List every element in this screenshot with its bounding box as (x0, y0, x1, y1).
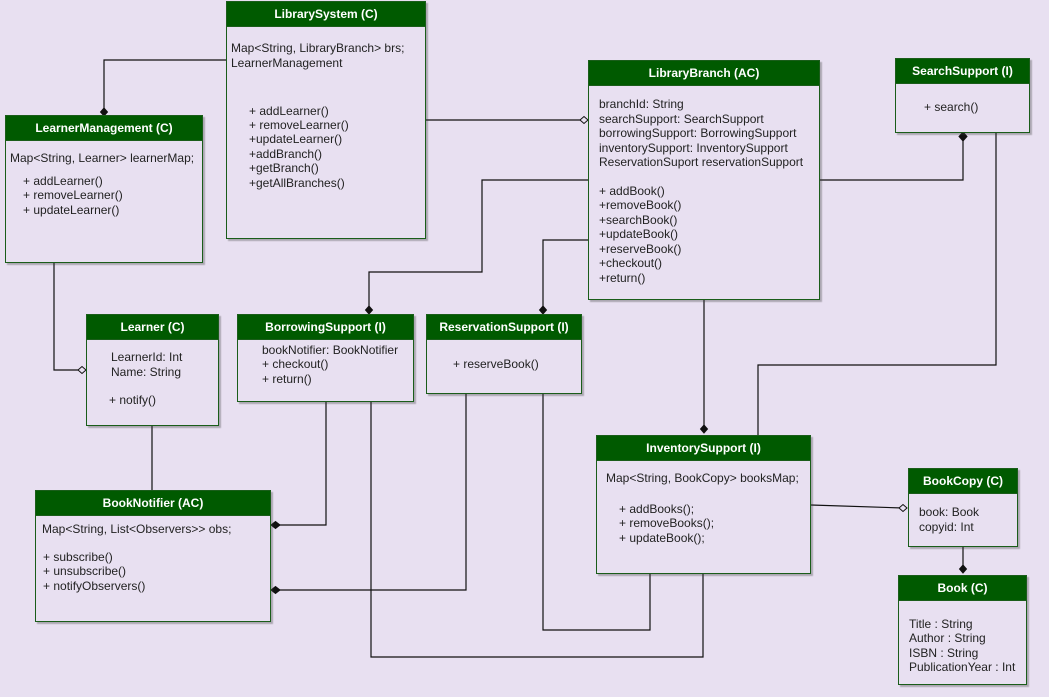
class-library-system[interactable]: LibrarySystem (C) Map<String, LibraryBra… (226, 1, 426, 239)
diamond-bookcopy-open (898, 503, 908, 513)
edge-librarybranch-searchsupport (820, 138, 964, 181)
attribute: Map<String, LibraryBranch> brs; (231, 41, 405, 55)
attribute: searchSupport: SearchSupport (599, 112, 764, 126)
attribute: ReservationSuport reservationSupport (599, 155, 804, 169)
class-title: ReservationSupport (I) (427, 315, 581, 340)
method: +reserveBook() (599, 242, 682, 256)
edge-librarybranch-borrowingsupport (368, 179, 588, 310)
diamond-searchsupport-filled (958, 131, 968, 142)
method: + addLearner() (23, 174, 103, 188)
attribute: copyid: Int (919, 520, 974, 534)
class-title: BookNotifier (AC) (36, 491, 270, 516)
edge-searchsupport-inventorysupport (757, 133, 997, 435)
class-title: LearnerManagement (C) (6, 116, 202, 141)
method: + addLearner() (249, 104, 329, 118)
diamond-inventorysupport-filled (699, 424, 709, 434)
diamond-learner-open (77, 365, 87, 375)
diamond-borrowingsupport-filled (364, 305, 374, 315)
class-title: BorrowingSupport (I) (238, 315, 413, 340)
class-title: Learner (C) (87, 315, 218, 340)
edge-inventorysupport-bookcopy (810, 504, 904, 509)
edge-borrowingsupport-booknotifier (275, 402, 327, 526)
class-title: Book (C) (899, 576, 1026, 601)
attribute: Map<String, Learner> learnerMap; (10, 151, 195, 165)
class-book[interactable]: Book (C) Title : String Author : String … (898, 575, 1027, 685)
method: +addBranch() (249, 147, 323, 161)
edge-librarysystem-learnermanagement (103, 59, 226, 112)
class-title: LibraryBranch (AC) (589, 61, 819, 86)
diamond-booknotifier-bottom-filled (270, 585, 281, 595)
method: +updateBook() (599, 227, 679, 241)
class-title: LibrarySystem (C) (227, 2, 425, 27)
method: + search() (924, 100, 979, 114)
attribute: Title : String (909, 617, 973, 631)
attribute: bookNotifier: BookNotifier (262, 343, 399, 357)
attribute: LearnerId: Int (111, 350, 183, 364)
edge-reservationsupport-inventorysupport (542, 394, 651, 631)
class-title: BookCopy (C) (909, 469, 1017, 494)
method: + unsubscribe() (43, 564, 127, 578)
edge-borrowingsupport-inventorysupport (370, 402, 704, 658)
method: + addBook() (599, 184, 665, 198)
method: +checkout() (599, 256, 663, 270)
attribute: ISBN : String (909, 646, 979, 660)
method: + addBooks(); (619, 502, 695, 516)
method: + checkout() (262, 357, 329, 371)
method: + return() (262, 372, 312, 386)
attribute: LearnerManagement (231, 56, 343, 70)
class-title: InventorySupport (I) (597, 436, 810, 461)
method: + notifyObservers() (43, 579, 146, 593)
attribute: Map<String, List<Observers>> obs; (42, 522, 232, 536)
method: + reserveBook() (453, 357, 539, 371)
attribute: branchId: String (599, 97, 684, 111)
attribute: Name: String (111, 365, 182, 379)
edge-librarybranch-reservationsupport (542, 239, 588, 310)
method: +getAllBranches() (249, 176, 345, 190)
attribute: Author : String (909, 631, 986, 645)
edge-reservationsupport-booknotifier (275, 394, 467, 591)
class-search-support[interactable]: SearchSupport (I) + search() (895, 58, 1030, 133)
method: +removeBook() (599, 198, 682, 212)
attribute: inventorySupport: InventorySupport (599, 141, 788, 155)
method: +return() (599, 271, 646, 285)
class-book-notifier[interactable]: BookNotifier (AC) Map<String, List<Obser… (35, 490, 271, 622)
class-book-copy[interactable]: BookCopy (C) book: Book copyid: Int (908, 468, 1018, 547)
diamond-librarybranch-open (579, 115, 589, 125)
class-library-branch[interactable]: LibraryBranch (AC) branchId: String sear… (588, 60, 820, 300)
diamond-learnermanagement-filled (99, 107, 109, 117)
class-inventory-support[interactable]: InventorySupport (I) Map<String, BookCop… (596, 435, 811, 574)
attribute: borrowingSupport: BorrowingSupport (599, 126, 797, 140)
class-learner-management[interactable]: LearnerManagement (C) Map<String, Learne… (5, 115, 203, 263)
class-reservation-support[interactable]: ReservationSupport (I) + reserveBook() (426, 314, 582, 394)
method: +getBranch() (249, 161, 319, 175)
method: + updateBook(); (619, 531, 705, 545)
method: + removeLearner() (23, 188, 123, 202)
attribute: PublicationYear : Int (909, 660, 1016, 674)
method: + notify() (109, 393, 157, 407)
diamond-reservationsupport-filled (538, 305, 548, 315)
method: + subscribe() (43, 550, 113, 564)
method: + removeLearner() (249, 118, 349, 132)
class-title: SearchSupport (I) (896, 59, 1029, 84)
method: + updateLearner() (23, 203, 120, 217)
class-borrowing-support[interactable]: BorrowingSupport (I) bookNotifier: BookN… (237, 314, 414, 402)
method: +searchBook() (599, 213, 678, 227)
class-learner[interactable]: Learner (C) LearnerId: Int Name: String … (86, 314, 219, 426)
method: +updateLearner() (249, 132, 343, 146)
method: + removeBooks(); (619, 516, 715, 530)
diamond-booknotifier-top-filled (270, 520, 281, 530)
attribute: Map<String, BookCopy> booksMap; (606, 471, 799, 485)
attribute: book: Book (919, 505, 980, 519)
edge-learnermanagement-learner (53, 262, 84, 371)
diamond-book-filled (958, 564, 968, 574)
